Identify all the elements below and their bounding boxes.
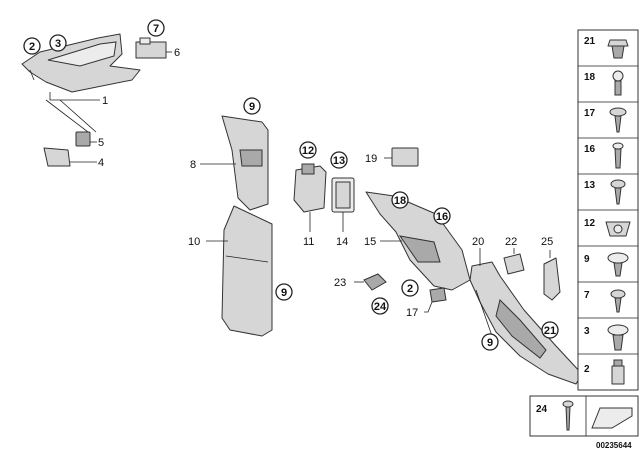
part-22-clip xyxy=(503,248,525,275)
fastener-3-icon xyxy=(607,324,629,336)
part-19-clip xyxy=(384,147,419,167)
label-19: 19 xyxy=(365,153,377,165)
svg-text:16: 16 xyxy=(436,211,448,223)
part-10-b-pillar-lower xyxy=(221,205,273,337)
svg-text:24: 24 xyxy=(374,301,387,313)
callout-13: 13 xyxy=(330,151,348,169)
fastener-label-21: 21 xyxy=(584,36,596,47)
wedge-icon xyxy=(591,407,633,429)
svg-text:2: 2 xyxy=(29,41,35,53)
callout-16: 16 xyxy=(433,207,451,225)
fastener-13-icon xyxy=(610,179,626,189)
svg-text:9: 9 xyxy=(487,337,493,349)
callout-3-top-left: 3 xyxy=(49,34,67,52)
label-22: 22 xyxy=(505,236,517,248)
part-8-b-pillar-upper xyxy=(221,115,269,211)
fastener-label-18: 18 xyxy=(584,72,596,83)
fastener-label-9: 9 xyxy=(584,254,590,265)
fastener-label-16: 16 xyxy=(584,144,596,155)
part-11-bracket xyxy=(293,163,327,213)
callout-7: 7 xyxy=(147,19,165,37)
svg-text:18: 18 xyxy=(394,195,406,207)
svg-text:12: 12 xyxy=(302,145,314,157)
part-15-c-pillar-trim xyxy=(365,191,471,291)
label-20: 20 xyxy=(472,236,484,248)
label-14: 14 xyxy=(336,236,348,248)
svg-text:13: 13 xyxy=(333,155,345,167)
callout-18: 18 xyxy=(391,191,409,209)
label-25: 25 xyxy=(541,236,553,248)
svg-text:3: 3 xyxy=(55,38,61,50)
callout-24-mid: 24 xyxy=(371,297,389,315)
label-11: 11 xyxy=(303,236,314,248)
callout-9-lower: 9 xyxy=(275,283,293,301)
part-4-clip xyxy=(43,147,97,167)
part-20-rear-pillar xyxy=(469,261,583,385)
fastener-18-icon xyxy=(612,70,624,82)
fastener-21-icon xyxy=(607,39,629,47)
callout-9-upper: 9 xyxy=(243,97,261,115)
svg-text:7: 7 xyxy=(153,23,159,35)
part-6-bracket xyxy=(135,37,172,59)
part-25-bracket xyxy=(543,250,561,301)
label-5: 5 xyxy=(98,137,104,149)
part-14-cover xyxy=(331,177,355,213)
screw-24-icon xyxy=(562,400,574,408)
svg-text:9: 9 xyxy=(249,101,255,113)
fastener-label-17: 17 xyxy=(584,108,596,119)
callout-21-rear: 21 xyxy=(541,321,559,339)
label-4: 4 xyxy=(98,157,104,169)
part-5-clip xyxy=(75,131,97,147)
label-8: 8 xyxy=(190,159,196,171)
part-23-clip xyxy=(354,273,387,291)
fastener-label-7: 7 xyxy=(584,290,590,301)
part-1-upper-trim xyxy=(21,33,141,93)
fastener-7-icon xyxy=(610,289,626,299)
fastener-label-13: 13 xyxy=(584,180,596,191)
fastener-legend: 21 18 17 16 13 12 9 7 3 2 xyxy=(577,29,639,391)
fastener-label-12: 12 xyxy=(584,218,596,229)
callout-2-mid: 2 xyxy=(401,279,419,297)
fastener-16-icon xyxy=(612,142,624,150)
callout-12: 12 xyxy=(299,141,317,159)
drawing-code: 00235644 xyxy=(596,441,632,450)
label-10: 10 xyxy=(188,236,200,248)
callout-9-rear: 9 xyxy=(481,333,499,351)
fastener-2-icon xyxy=(613,359,623,367)
bottom-legend-box: 24 xyxy=(529,395,639,437)
part-17-clip xyxy=(424,287,447,313)
fastener-17-icon xyxy=(609,107,627,117)
callout-2-top-left: 2 xyxy=(23,37,41,55)
label-17: 17 xyxy=(406,307,418,319)
fastener-label-2: 2 xyxy=(584,364,590,375)
label-6: 6 xyxy=(174,47,180,59)
svg-text:21: 21 xyxy=(544,325,556,337)
fastener-label-3: 3 xyxy=(584,326,590,337)
label-1: 1 xyxy=(102,95,108,107)
label-23: 23 xyxy=(334,277,346,289)
svg-text:2: 2 xyxy=(407,283,413,295)
label-15: 15 xyxy=(364,236,376,248)
svg-text:9: 9 xyxy=(281,287,287,299)
fastener-9-icon xyxy=(607,252,629,264)
fastener-label-24: 24 xyxy=(536,404,548,415)
